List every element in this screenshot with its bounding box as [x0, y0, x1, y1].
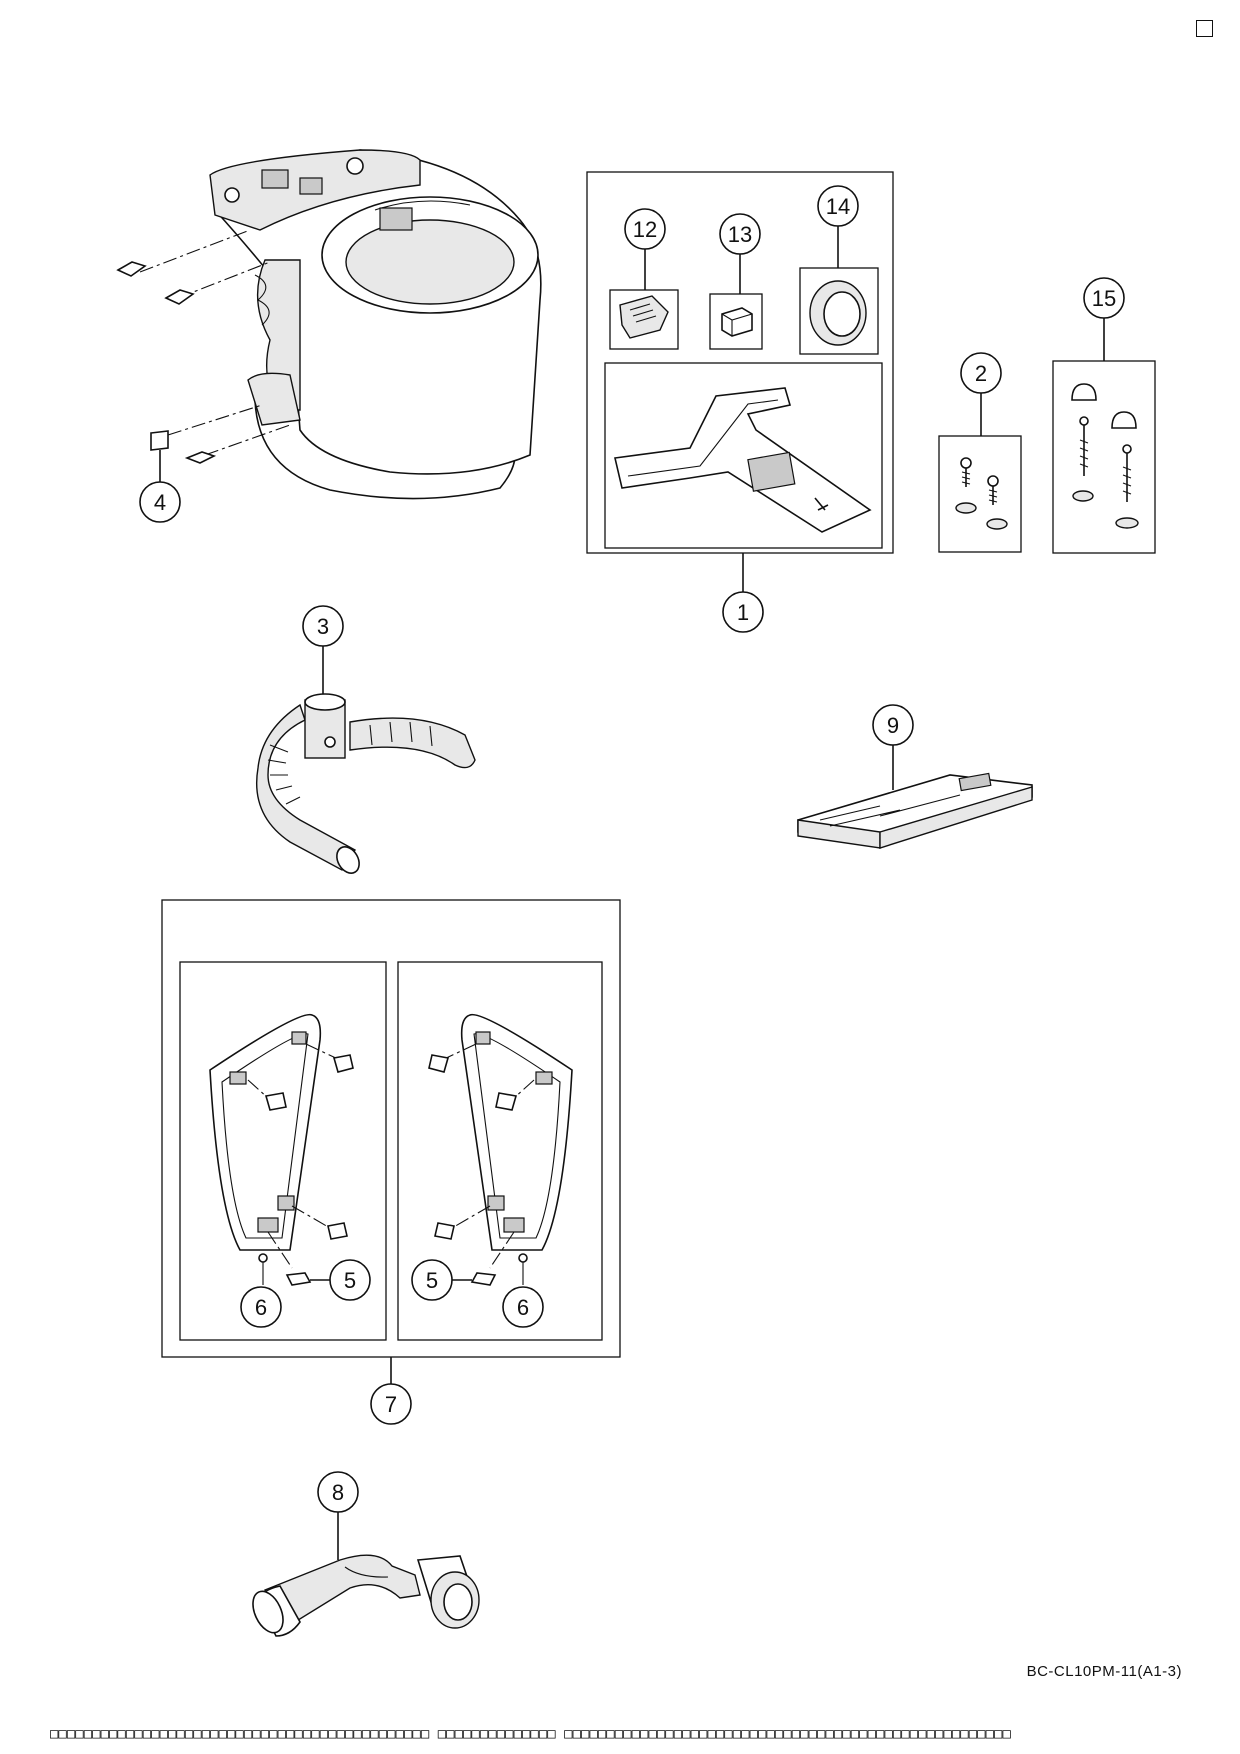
part-3-drain-hose	[256, 643, 476, 874]
callout-8: 8	[317, 1471, 359, 1513]
callout-7-label: 7	[385, 1392, 397, 1417]
corner-checkbox	[1196, 20, 1213, 37]
callout-6-right: 6	[502, 1286, 544, 1328]
callout-1: 1	[722, 591, 764, 633]
callout-2: 2	[960, 352, 1002, 394]
panel-box-7	[161, 899, 621, 1385]
callout-14-label: 14	[826, 194, 850, 219]
callout-9-label: 9	[887, 713, 899, 738]
callout-14: 14	[817, 185, 859, 268]
callout-8-label: 8	[332, 1480, 344, 1505]
callout-4: 4	[139, 481, 181, 523]
callout-5-right-label: 5	[426, 1268, 438, 1293]
part-8-elbow-pipe	[252, 1510, 480, 1637]
callout-12: 12	[624, 208, 666, 290]
part-2-screws	[938, 393, 1022, 553]
toilet-bowl-illustration	[116, 149, 542, 500]
callout-13: 13	[719, 213, 761, 294]
document-code: BC-CL10PM-11(A1-3)	[1026, 1663, 1182, 1680]
callout-6-left: 6	[240, 1286, 282, 1328]
part-9-manual	[797, 743, 1033, 849]
callout-1-label: 1	[737, 600, 749, 625]
kit-box-1	[586, 171, 894, 592]
footer-glyph-strip: □□□□□□□□□□□□□□□□□□□□□□□□□□□□□□□□□□□□□□□□…	[50, 1725, 1011, 1742]
callout-9: 9	[872, 704, 914, 746]
callout-13-label: 13	[728, 222, 752, 247]
callout-6-right-label: 6	[517, 1295, 529, 1320]
callout-5-left-label: 5	[344, 1268, 356, 1293]
callout-12-label: 12	[633, 217, 657, 242]
callout-15: 15	[1083, 277, 1125, 319]
part-15-bolts	[1052, 318, 1156, 554]
callout-15-label: 15	[1092, 286, 1116, 311]
callout-7: 7	[370, 1383, 412, 1425]
callout-5-right: 5	[411, 1259, 453, 1301]
callout-4-label: 4	[154, 490, 166, 515]
callout-3-label: 3	[317, 614, 329, 639]
callout-2-label: 2	[975, 361, 987, 386]
callout-3: 3	[302, 605, 344, 647]
callout-5-left: 5	[329, 1259, 371, 1301]
callout-6-left-label: 6	[255, 1295, 267, 1320]
